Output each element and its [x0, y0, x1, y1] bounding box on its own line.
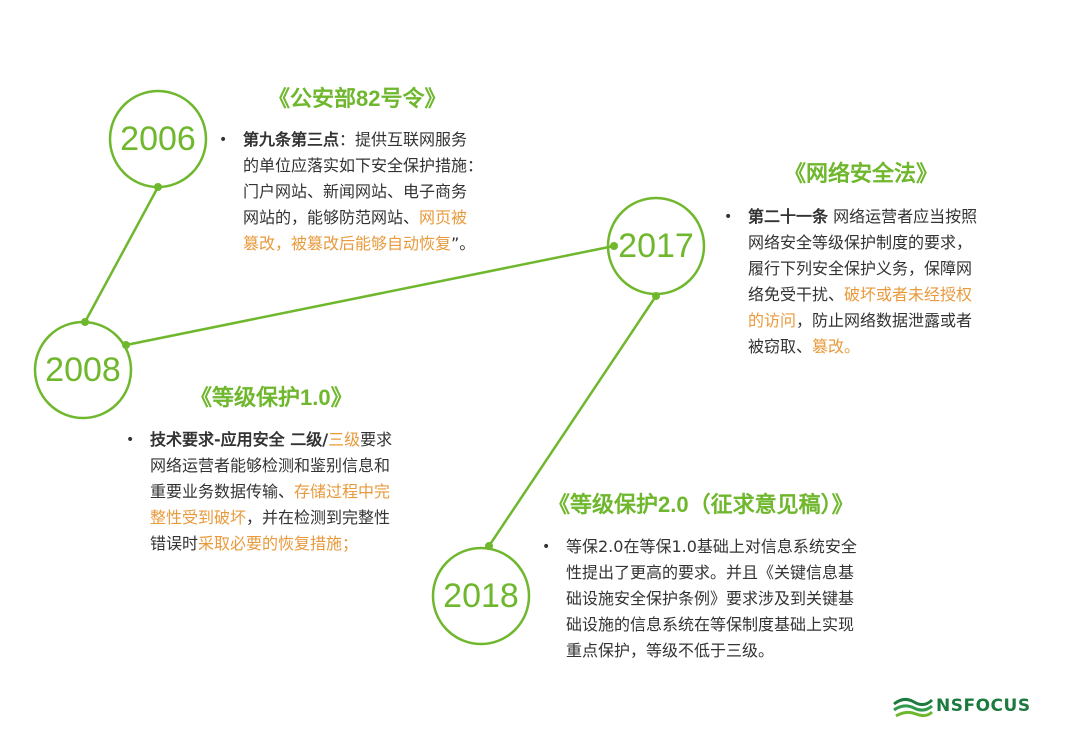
body-text: 网站的，能够防范网站、	[243, 208, 420, 227]
highlight-text: 篡改，被篡改后能够自动恢复	[243, 234, 452, 253]
text-line: 重点保护，等级不低于三级。	[566, 638, 857, 664]
text-line: 被窃取、篡改。	[748, 334, 977, 360]
highlight-text: 篡改。	[812, 337, 861, 356]
bullet: •	[219, 132, 228, 148]
highlight-text: 采取必要的恢复措施；	[198, 534, 359, 553]
body-text: 错误时	[150, 534, 199, 553]
connector-2006-2008	[83, 186, 160, 323]
text-line: 络免受干扰、破坏或者未经授权	[748, 282, 977, 308]
title-2017: 《网络安全法》	[784, 162, 939, 187]
highlight-text: 破坏或者未经授权	[844, 285, 973, 304]
dot-2008-right	[122, 341, 130, 349]
dot-2006-bottom	[154, 183, 162, 191]
text-block-2008: • 技术要求-应用安全 二级/三级要求网络运营者能够检测和鉴别信息和重要业务数据…	[126, 427, 392, 557]
text-line: 网站的，能够防范网站、网页被	[243, 205, 483, 231]
dot-2017-bottom	[652, 292, 660, 300]
text-line: 整性受到破坏，并在检测到完整性	[150, 505, 392, 531]
title-2018: 《等级保护2.0（征求意见稿）》	[548, 492, 854, 518]
body-text: 性提出了更高的要求。并且《关键信息基	[566, 563, 855, 582]
text-line: 网络运营者能够检测和鉴别信息和	[150, 453, 392, 479]
nsfocus-wave-icon	[893, 697, 934, 718]
connector-2017-2018	[487, 295, 658, 547]
highlight-text: 的访问	[748, 311, 797, 330]
text-line: 第九条第三点：提供互联网服务	[243, 127, 483, 153]
text-line: 履行下列安全保护义务，保障网	[748, 256, 977, 282]
highlight-text: 网页被	[419, 208, 468, 227]
title-2008: 《等级保护1.0》	[190, 385, 353, 411]
body-text: ：提供互联网服务	[339, 130, 468, 149]
year-2008: 2008	[45, 351, 121, 389]
logo-text: NSFOCUS	[936, 696, 1031, 716]
body-text: 门户网站、新闻网站、电子商务	[243, 182, 468, 201]
body-text: 的单位应落实如下安全保护措施：	[243, 156, 484, 175]
text-block-2017: • 第二十一条 网络运营者应当按照网络安全等级保护制度的要求， 履行下列安全保护义…	[724, 204, 977, 360]
body-text: 重要业务数据传输、	[150, 482, 295, 501]
text-line: 的访问，防止网络数据泄露或者	[748, 308, 977, 334]
body-text: 网络运营者能够检测和鉴别信息和	[150, 456, 391, 475]
body-text: 重点保护，等级不低于三级。	[566, 641, 775, 660]
text-line: 第二十一条 网络运营者应当按照	[748, 204, 977, 230]
circle-2018	[431, 546, 531, 646]
body-text: 网络安全等级保护制度的要求，	[748, 233, 973, 252]
body-text: 要求	[360, 430, 393, 449]
body-text: 础设施安全保护条例》要求涉及到关键基	[566, 589, 855, 608]
text-line: 错误时采取必要的恢复措施；	[150, 531, 392, 557]
text-line: 等保2.0在等保1.0基础上对信息系统安全	[566, 534, 857, 560]
text-line: 础设施安全保护条例》要求涉及到关键基	[566, 586, 857, 612]
bullet: •	[126, 432, 135, 448]
body-text: 被窃取、	[748, 337, 813, 356]
dot-2017-left	[610, 242, 618, 250]
text-line: 篡改，被篡改后能够自动恢复”。	[243, 231, 483, 257]
body-text: 履行下列安全保护义务，保障网	[748, 259, 973, 278]
highlight-text: 三级	[328, 430, 361, 449]
text-line: 技术要求-应用安全 二级/三级要求	[150, 427, 392, 453]
highlight-text: 存储过程中完	[294, 482, 391, 501]
bullet: •	[724, 209, 733, 225]
text-line: 础设施的信息系统在等保制度基础上实现	[566, 612, 857, 638]
year-2018: 2018	[443, 577, 519, 615]
body-text: ，防止网络数据泄露或者	[796, 311, 973, 330]
bold-text: 第九条第三点	[243, 130, 340, 149]
body-text: 网络运营者应当按照	[828, 207, 978, 226]
text-line: 重要业务数据传输、存储过程中完	[150, 479, 392, 505]
title-2006: 《公安部82号令》	[268, 86, 447, 112]
bullet: •	[542, 539, 551, 555]
text-line: 网络安全等级保护制度的要求，	[748, 230, 977, 256]
body-text: ”。	[451, 234, 476, 253]
connector-2008-2017	[125, 244, 615, 347]
year-2017: 2017	[618, 227, 694, 265]
body-text: 等保2.0在等保1.0基础上对信息系统安全	[566, 537, 857, 556]
body-text: ，并在检测到完整性	[246, 508, 391, 527]
text-line: 的单位应落实如下安全保护措施：	[243, 153, 483, 179]
body-text: 础设施的信息系统在等保制度基础上实现	[566, 615, 855, 634]
body-text: 络免受干扰、	[748, 285, 845, 304]
highlight-text: 整性受到破坏	[150, 508, 247, 527]
text-block-2006: • 第九条第三点：提供互联网服务的单位应落实如下安全保护措施： 门户网站、新闻网站…	[219, 127, 483, 257]
dot-2018-top	[485, 542, 493, 550]
nsfocus-logo: NSFOCUS	[892, 694, 1032, 722]
text-line: 门户网站、新闻网站、电子商务	[243, 179, 483, 205]
bold-text: 第二十一条	[748, 207, 829, 226]
dot-2008-top	[81, 318, 89, 326]
bold-text: 技术要求-应用安全 二级/	[150, 430, 329, 449]
text-block-2018: • 等保2.0在等保1.0基础上对信息系统安全性提出了更高的要求。并且《关键信息…	[542, 534, 857, 664]
year-2006: 2006	[120, 120, 196, 158]
text-line: 性提出了更高的要求。并且《关键信息基	[566, 560, 857, 586]
